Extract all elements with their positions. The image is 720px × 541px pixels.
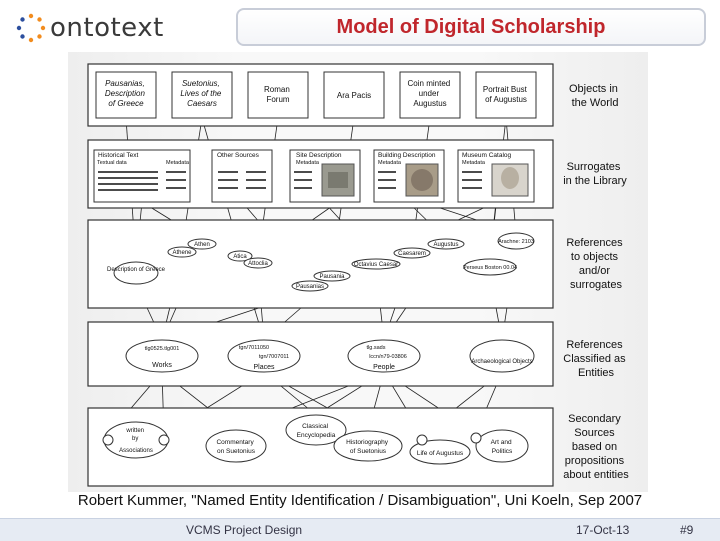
- svg-text:Pausanias, Description: Pausanias, Description of Greece: [105, 79, 147, 108]
- ontotext-logo: ontotext: [16, 10, 164, 46]
- svg-text:Pausanias: Pausanias: [296, 284, 324, 290]
- secondary-commentary: Commentary on Suetonius: [205, 429, 267, 463]
- footer-date: 17-Oct-13: [576, 523, 630, 537]
- svg-text:Augustus: Augustus: [433, 242, 458, 248]
- row-entities-label: References Classified as Entities: [563, 339, 628, 379]
- world-box-3: Roman Forum: [247, 71, 309, 119]
- ref-node-atica: Atica: [227, 250, 253, 262]
- secondary-historiography: Historiography of Suetonius: [333, 430, 403, 462]
- svg-text:Metadata: Metadata: [462, 160, 486, 166]
- svg-text:Classical Encyclopedia: Classical Encyclopedia: [297, 423, 336, 439]
- svg-text:Textual data: Textual data: [97, 160, 128, 166]
- svg-text:Archaeological Objects: Archaeological Objects: [471, 359, 532, 365]
- svg-text:Athen: Athen: [194, 242, 210, 248]
- svg-text:Site Description: Site Description: [296, 152, 342, 159]
- row-secondary-label: Secondary Sources based on propositions …: [563, 413, 629, 481]
- entity-archaeological-objects: Archaeological Objects: [469, 339, 535, 373]
- world-box-6: Portrait Bust of Augustus: [475, 71, 537, 119]
- svg-text:tlg0525.tlg001: tlg0525.tlg001: [145, 346, 180, 352]
- svg-text:Pausania: Pausania: [319, 274, 345, 280]
- svg-text:Museum Catalog: Museum Catalog: [462, 152, 512, 159]
- svg-text:Attoclia: Attoclia: [248, 261, 268, 267]
- svg-text:written by Associa: written by Associations: [119, 428, 153, 454]
- svg-text:Metadata: Metadata: [296, 160, 320, 166]
- secondary-art-politics: Art and Politics: [470, 429, 529, 463]
- ref-node-pausanias: Pausanias: [291, 280, 329, 292]
- svg-text:Historical Text: Historical Text: [98, 152, 139, 159]
- svg-text:Life of Augustus: Life of Augustus: [417, 450, 464, 457]
- slide-title: Model of Digital Scholarship: [336, 15, 606, 38]
- footer-bar: VCMS Project Design 17-Oct-13 #9: [0, 518, 720, 541]
- ref-node-arachne: Arachne: 2103: [497, 232, 535, 250]
- ref-node-description-greece: Description of Greece: [107, 261, 166, 285]
- library-museum-catalog: Museum Catalog Metadata: [457, 149, 535, 203]
- row-world-label: Objects in the World: [569, 83, 621, 109]
- citation-caption: Robert Kummer, "Named Entity Identificat…: [77, 492, 643, 509]
- svg-text:Building Description: Building Description: [378, 152, 436, 159]
- svg-text:Other Sources: Other Sources: [217, 152, 260, 159]
- ref-node-athene: Athene: [167, 246, 197, 258]
- title-box: Model of Digital Scholarship: [236, 8, 706, 46]
- svg-text:Octavius Caesar: Octavius Caesar: [354, 262, 398, 268]
- svg-text:Metadata: Metadata: [166, 160, 190, 166]
- entity-works: tlg0525.tlg001 Works: [125, 339, 199, 373]
- svg-text:Historiography of Sueton: Historiography of Suetonius: [346, 439, 390, 455]
- svg-text:tgn/7007011: tgn/7007011: [259, 354, 289, 360]
- world-box-4: Ara Pacis: [323, 71, 385, 119]
- svg-text:Description of Greece: Description of Greece: [107, 267, 166, 273]
- world-box-5: Coin minted under Augustus: [399, 71, 461, 119]
- svg-text:Metadata: Metadata: [378, 160, 402, 166]
- row-references-label: References to objects and/or surrogates: [566, 237, 625, 291]
- secondary-associations: written by Associations: [102, 421, 170, 459]
- secondary-life-augustus: Life of Augustus: [409, 434, 471, 465]
- library-other-sources: Other Sources: [211, 149, 273, 203]
- ref-node-caesarem: Caesarem: [393, 247, 431, 259]
- logo-dots-icon: [16, 13, 46, 43]
- svg-text:Portrait Bust of Augustu: Portrait Bust of Augustus: [483, 85, 529, 104]
- svg-text:tgn/7011050: tgn/7011050: [239, 345, 269, 351]
- ref-node-athen: Athen: [187, 238, 217, 250]
- ref-node-pausania: Pausania: [313, 270, 351, 282]
- library-historical-text: Historical Text Textual data Metadata: [93, 149, 191, 203]
- ref-node-octavius: Octavius Caesar: [351, 258, 401, 270]
- entity-people: tlg.sads lccn/n79-03806 People: [347, 339, 421, 373]
- svg-text:Commentary on Suetonius: Commentary on Suetonius: [216, 439, 255, 455]
- svg-text:Caesarem: Caesarem: [398, 251, 426, 257]
- svg-text:Roman Forum: Roman Forum: [264, 85, 292, 104]
- svg-text:Atica: Atica: [233, 254, 247, 260]
- svg-text:People: People: [373, 364, 395, 371]
- svg-text:Athene: Athene: [172, 250, 192, 256]
- digital-scholarship-diagram: Pausanias, Description of Greece Suetoni…: [87, 63, 629, 487]
- entity-places: tgn/7011050 tgn/7007011 Places: [227, 339, 301, 373]
- logo-text: ontotext: [50, 13, 164, 43]
- footer-page-number: #9: [680, 523, 694, 537]
- footer-project: VCMS Project Design: [186, 523, 303, 537]
- ref-node-attoclia: Attoclia: [243, 257, 273, 269]
- svg-text:lccn/n79-03806: lccn/n79-03806: [369, 354, 407, 360]
- library-site-description: Site Description Metadata: [289, 149, 361, 203]
- svg-text:Arachne: 2103: Arachne: 2103: [498, 239, 534, 245]
- svg-text:Works: Works: [152, 362, 172, 369]
- svg-text:Art and Politics: Art and Politics: [491, 439, 514, 455]
- row-library-label: Surrogates in the Library: [563, 161, 627, 187]
- svg-text:Places: Places: [253, 364, 275, 371]
- ref-node-perseus: Perseus Boston 00.04: [463, 258, 517, 276]
- world-box-1: Pausanias, Description of Greece: [95, 71, 157, 119]
- svg-text:Coin minted under: Coin minted under Augustus: [408, 79, 453, 108]
- svg-text:tlg.sads: tlg.sads: [367, 345, 386, 351]
- ref-node-augustus: Augustus: [427, 238, 465, 250]
- svg-text:Suetonius, Lives of the: Suetonius, Lives of the Caesars: [180, 79, 223, 108]
- secondary-encyclopedia: Classical Encyclopedia: [285, 414, 347, 446]
- svg-text:Ara Pacis: Ara Pacis: [337, 91, 371, 100]
- world-box-2: Suetonius, Lives of the Caesars: [171, 71, 233, 119]
- svg-text:Perseus Boston 00.04: Perseus Boston 00.04: [463, 265, 517, 271]
- library-building-description: Building Description Metadata: [373, 149, 445, 203]
